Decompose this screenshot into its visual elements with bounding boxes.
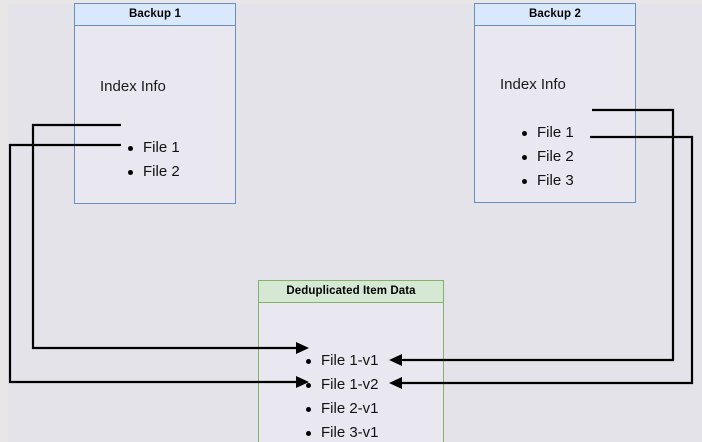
dedup-header: Deduplicated Item Data: [259, 281, 443, 303]
dedup-item[interactable]: File 1-v1: [303, 349, 379, 373]
backup2-body: Index Info File 1 File 2 File 3: [475, 26, 635, 202]
dedup-item[interactable]: File 1-v2: [303, 373, 379, 397]
backup2-index-label: Index Info: [500, 76, 566, 93]
backup2-file-list: File 1 File 2 File 3: [519, 121, 574, 193]
canvas-edge-left: [0, 0, 8, 442]
backup2-file-item[interactable]: File 2: [519, 145, 574, 169]
backup1-box[interactable]: Backup 1 Index Info File 1 File 2: [74, 3, 236, 204]
canvas-edge-top: [0, 0, 702, 4]
backup1-file-list: File 1 File 2: [125, 136, 180, 184]
backup1-index-label: Index Info: [100, 78, 166, 95]
dedup-item[interactable]: File 2-v1: [303, 397, 379, 421]
backup1-file-item[interactable]: File 2: [125, 160, 180, 184]
dedup-item[interactable]: File 3-v1: [303, 421, 379, 442]
backup2-file-item[interactable]: File 1: [519, 121, 574, 145]
dedup-item-list: File 1-v1 File 1-v2 File 2-v1 File 3-v1: [303, 349, 379, 442]
backup2-header: Backup 2: [475, 4, 635, 26]
backup1-file-item[interactable]: File 1: [125, 136, 180, 160]
backup2-box[interactable]: Backup 2 Index Info File 1 File 2 File 3: [474, 3, 636, 203]
backup2-file-item[interactable]: File 3: [519, 169, 574, 193]
dedup-body: File 1-v1 File 1-v2 File 2-v1 File 3-v1: [259, 303, 443, 442]
backup1-header: Backup 1: [75, 4, 235, 26]
dedup-box[interactable]: Deduplicated Item Data File 1-v1 File 1-…: [258, 280, 444, 442]
backup1-body: Index Info File 1 File 2: [75, 26, 235, 203]
